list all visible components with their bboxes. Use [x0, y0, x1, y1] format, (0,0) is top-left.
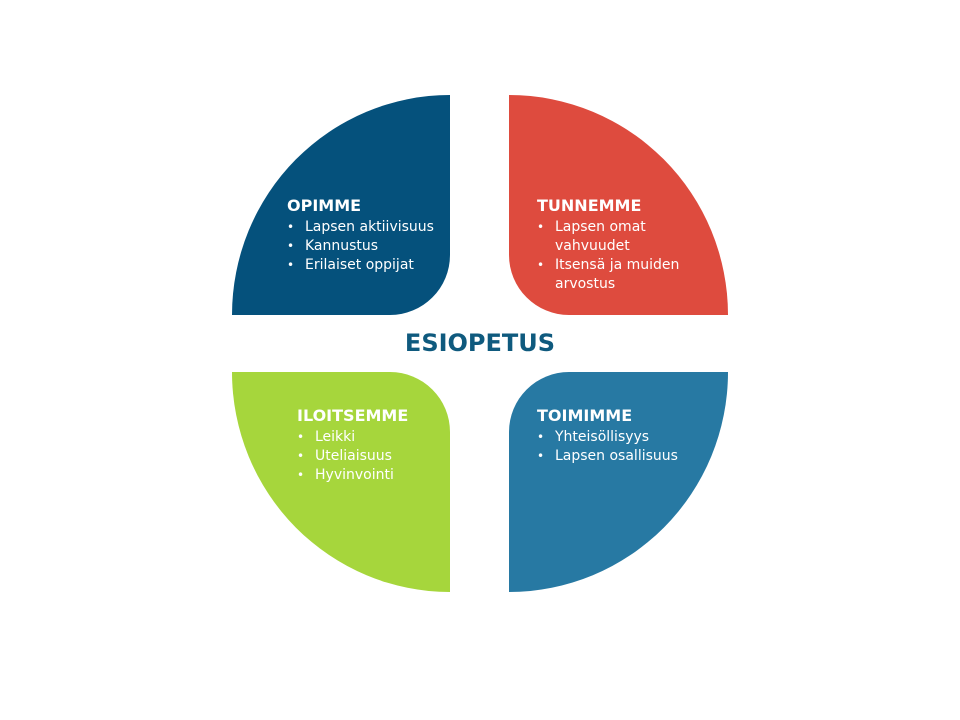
quadrant-list: • Lapsen omat vahvuudet • Itsensä ja muide…: [537, 218, 687, 294]
list-item: • Itsensä ja muiden arvostus: [537, 256, 687, 294]
bullet-icon: •: [297, 449, 305, 463]
quadrant-list: • Yhteisöllisyys • Lapsen osallisuus: [537, 428, 707, 466]
bullet-icon: •: [287, 220, 295, 234]
bullet-icon: •: [537, 220, 545, 234]
list-item-text: Erilaiset oppijat: [305, 257, 414, 273]
quadrant-title: TUNNEMME: [537, 196, 642, 215]
bullet-icon: •: [297, 468, 305, 482]
quadrant-text-toimimme: TOIMIMME • Yhteisöllisyys • Lapsen osallis…: [537, 406, 707, 466]
bullet-icon: •: [287, 258, 295, 272]
list-item-text: Kannustus: [305, 238, 379, 254]
quadrant-text-iloitsemme: ILOITSEMME • Leikki • Uteliaisuus • Hyvinvo…: [297, 406, 447, 485]
list-item: • Erilaiset oppijat: [287, 256, 447, 275]
list-item: • Kannustus: [287, 237, 447, 256]
quadrant-list: • Leikki • Uteliaisuus • Hyvinvointi: [297, 428, 447, 485]
bullet-icon: •: [287, 239, 295, 253]
list-item-text: Uteliaisuus: [315, 448, 392, 464]
quadrant-list: • Lapsen aktiivisuus • Kannustus • Erilaise…: [287, 218, 447, 275]
quadrant-title: TOIMIMME: [537, 406, 633, 425]
list-item-text: Hyvinvointi: [315, 467, 394, 483]
quadrant-title: OPIMME: [287, 196, 362, 215]
quadrant-title: ILOITSEMME: [297, 406, 409, 425]
bullet-icon: •: [297, 430, 305, 444]
list-item-text: Lapsen omat vahvuudet: [555, 219, 646, 254]
bullet-icon: •: [537, 430, 545, 444]
bullet-icon: •: [537, 449, 545, 463]
center-title: ESIOPETUS: [404, 329, 556, 357]
bullet-icon: •: [537, 258, 545, 272]
list-item: • Yhteisöllisyys: [537, 428, 707, 447]
quadrant-toimimme: [509, 372, 728, 592]
list-item-text: Lapsen osallisuus: [555, 448, 678, 464]
quadrant-text-opimme: OPIMME • Lapsen aktiivisuus • Kannustus • E…: [287, 196, 447, 275]
list-item-text: Leikki: [315, 429, 356, 445]
list-item: • Lapsen omat vahvuudet: [537, 218, 687, 256]
list-item: • Leikki: [297, 428, 447, 447]
list-item: • Lapsen aktiivisuus: [287, 218, 447, 237]
list-item: • Uteliaisuus: [297, 447, 447, 466]
list-item: • Hyvinvointi: [297, 466, 447, 485]
list-item-text: Yhteisöllisyys: [555, 429, 650, 445]
list-item-text: Lapsen aktiivisuus: [305, 219, 434, 235]
list-item-text: Itsensä ja muiden arvostus: [555, 257, 680, 292]
quadrant-text-tunnemme: TUNNEMME • Lapsen omat vahvuudet • Itsensä…: [537, 196, 687, 294]
list-item: • Lapsen osallisuus: [537, 447, 707, 466]
